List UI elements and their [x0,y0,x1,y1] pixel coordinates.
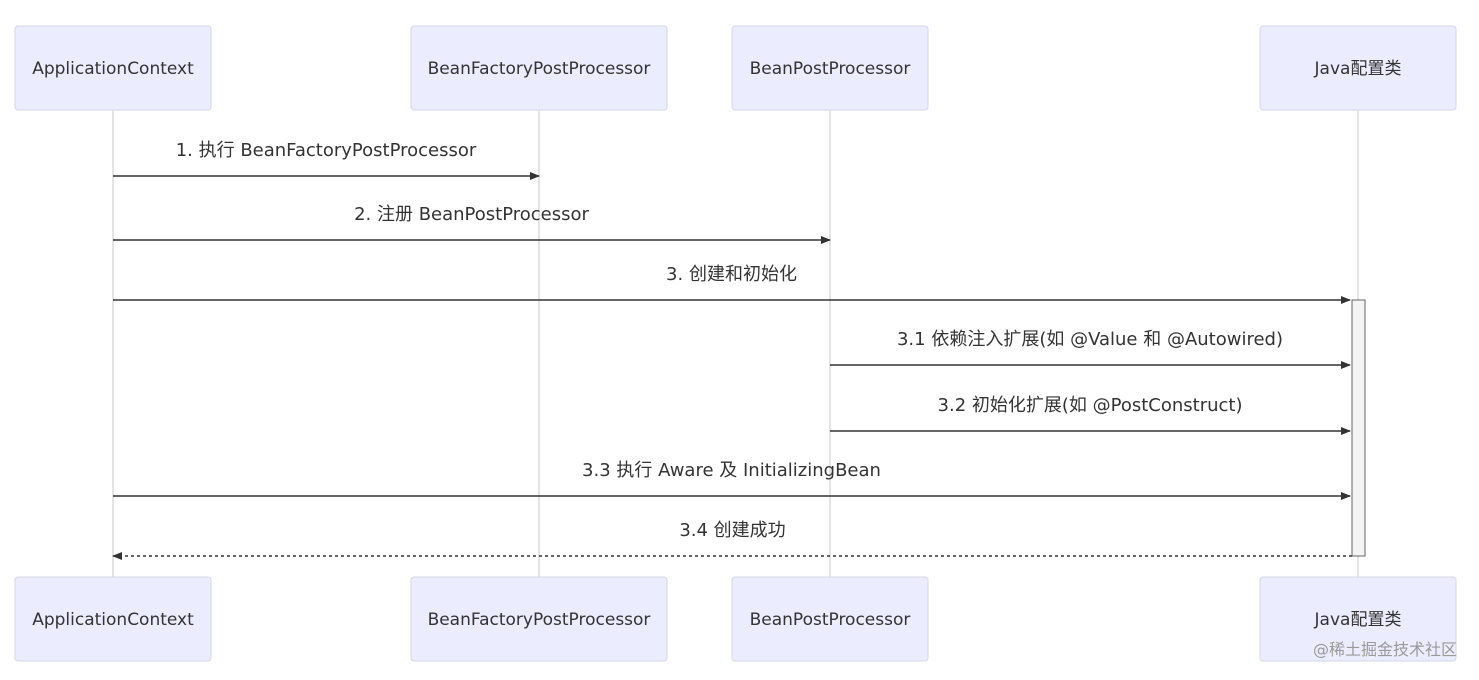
actor-label-cfg-top: Java配置类 [1314,59,1402,79]
message-label-4: 3.1 依赖注入扩展(如 @Value 和 @Autowired) [897,329,1283,350]
actors-bottom: ApplicationContext BeanFactoryPostProcess… [14,576,1457,662]
message-label-6: 3.3 执行 Aware 及 InitializingBean [582,460,881,481]
messages: 1. 执行 BeanFactoryPostProcessor 2. 注册 Bean… [112,140,1352,560]
message-label-5: 3.2 初始化扩展(如 @PostConstruct) [938,395,1243,416]
actor-label-bpp-bottom: BeanPostProcessor [750,610,911,630]
actor-box-bpp-top [731,25,929,111]
actor-box-bfpp-top [410,25,668,111]
message-label-3: 3. 创建和初始化 [666,264,797,285]
actor-label-bpp-top: BeanPostProcessor [750,59,911,79]
actor-label-app-bottom: ApplicationContext [32,610,194,630]
actor-box-cfg-top [1259,25,1457,111]
actor-label-cfg-bottom: Java配置类 [1314,610,1402,630]
actor-box-cfg-bottom [1259,576,1457,662]
actor-box-app-bottom [14,576,212,662]
message-label-2: 2. 注册 BeanPostProcessor [354,204,589,225]
actor-box-app-top [14,25,212,111]
actor-box-bfpp-bottom [410,576,668,662]
activations [1351,299,1366,557]
actors-top: ApplicationContext BeanFactoryPostProcess… [14,25,1457,111]
actor-label-bfpp-top: BeanFactoryPostProcessor [428,59,651,79]
watermark-text: @稀土掘金技术社区 [1312,640,1457,659]
actor-box-bpp-bottom [731,576,929,662]
actor-label-bfpp-bottom: BeanFactoryPostProcessor [428,610,651,630]
actor-label-app-top: ApplicationContext [32,59,194,79]
message-label-1: 1. 执行 BeanFactoryPostProcessor [176,140,477,161]
message-label-7: 3.4 创建成功 [679,520,785,541]
activation-bar-cfg [1351,299,1366,557]
